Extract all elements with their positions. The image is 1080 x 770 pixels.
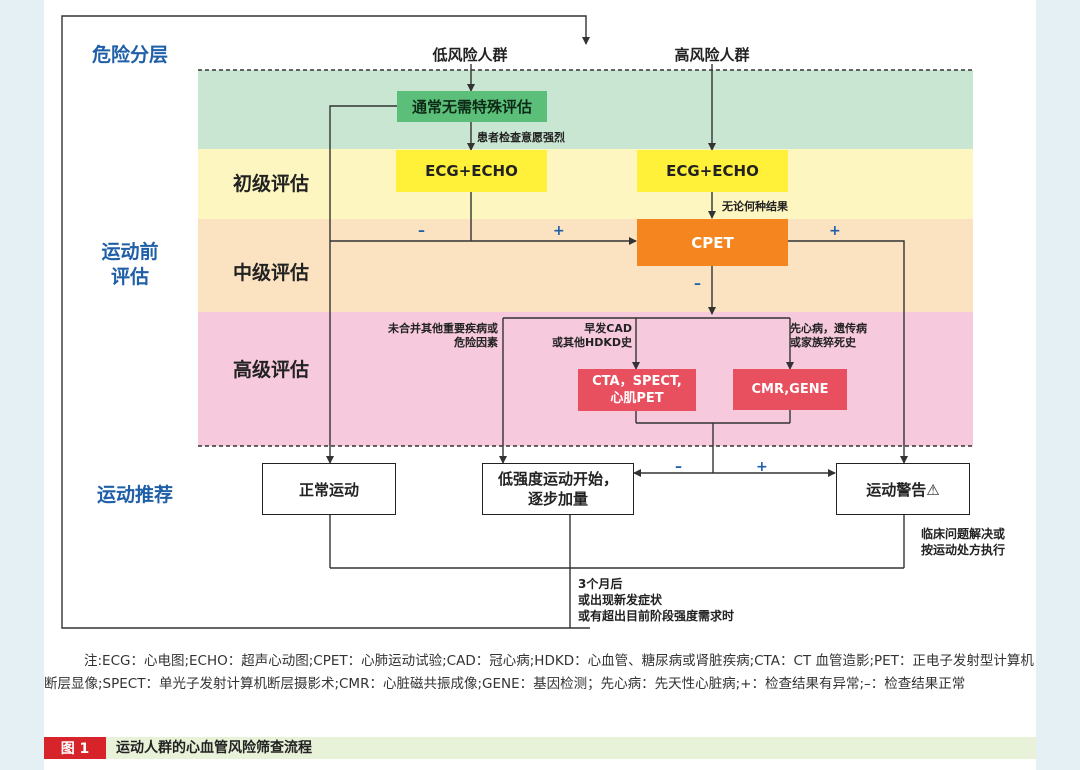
normal-exercise-box: 正常运动 (262, 463, 396, 515)
primary-band (198, 149, 973, 219)
flow-connectors (61, 15, 973, 629)
regardless-result-label: 无论何种结果 (722, 200, 788, 213)
feedback-loop-line (61, 15, 590, 629)
cta-spect-pet-box: CTA，SPECT, 心肌PET (578, 369, 696, 411)
figure-title: 运动人群的心血管风险筛查流程 (116, 740, 312, 756)
plus-sign-right: + (829, 223, 841, 239)
minus-sign-cpet: – (694, 276, 701, 292)
high-risk-group: 高风险人群 (674, 46, 750, 64)
footnote-text: 注:ECG：心电图;ECHO：超声心动图;CPET：心肺运动试验;CAD：冠心病… (44, 653, 1034, 692)
footnote: 注:ECG：心电图;ECHO：超声心动图;CPET：心肺运动试验;CAD：冠心病… (44, 650, 1034, 696)
intermediate-band (198, 219, 973, 312)
figure-tag: 图 1 (44, 737, 106, 759)
tier-risk-stratification: 危险分层 (91, 44, 168, 66)
low-intensity-box: 低强度运动开始， 逐步加量 (482, 463, 634, 515)
figure-caption: 图 1 运动人群的心血管风险筛查流程 (44, 737, 1036, 759)
congenital-label: 先心病，遗传病 或家族猝死史 (790, 322, 867, 349)
cmr-gene-box: CMR,GENE (733, 369, 847, 410)
exercise-warning-box: 运动警告⚠ (836, 463, 970, 515)
patient-request-label: 患者检查意愿强烈 (477, 131, 565, 144)
followup-label: 3个月后 或出现新发症状 或有超出目前阶段强度需求时 (578, 577, 735, 623)
ecg-echo-left-box: ECG+ECHO (396, 150, 547, 192)
risk-band (198, 70, 973, 149)
level-intermediate: 中级评估 (233, 262, 310, 284)
minus-sign-bottom: – (675, 459, 682, 475)
no-special-eval-box: 通常无需特殊评估 (397, 91, 547, 122)
plus-sign-bottom: + (756, 459, 768, 475)
tier-pre-exercise: 运动前 评估 (101, 241, 159, 288)
tier-recommendation: 运动推荐 (96, 484, 173, 506)
plus-sign-left: + (553, 223, 565, 239)
ecg-echo-right-box: ECG+ECHO (637, 150, 788, 192)
early-cad-label: 早发CAD 或其他HDKD史 (552, 322, 632, 349)
no-other-disease-label: 未合并其他重要疾病或 危险因素 (388, 322, 498, 349)
cpet-box: CPET (637, 219, 788, 266)
minus-sign-left: – (418, 223, 425, 239)
low-risk-group: 低风险人群 (432, 46, 508, 64)
level-advanced: 高级评估 (233, 359, 310, 381)
clinical-solved-label: 临床问题解决或 按运动处方执行 (921, 527, 1006, 557)
level-primary: 初级评估 (233, 173, 310, 195)
